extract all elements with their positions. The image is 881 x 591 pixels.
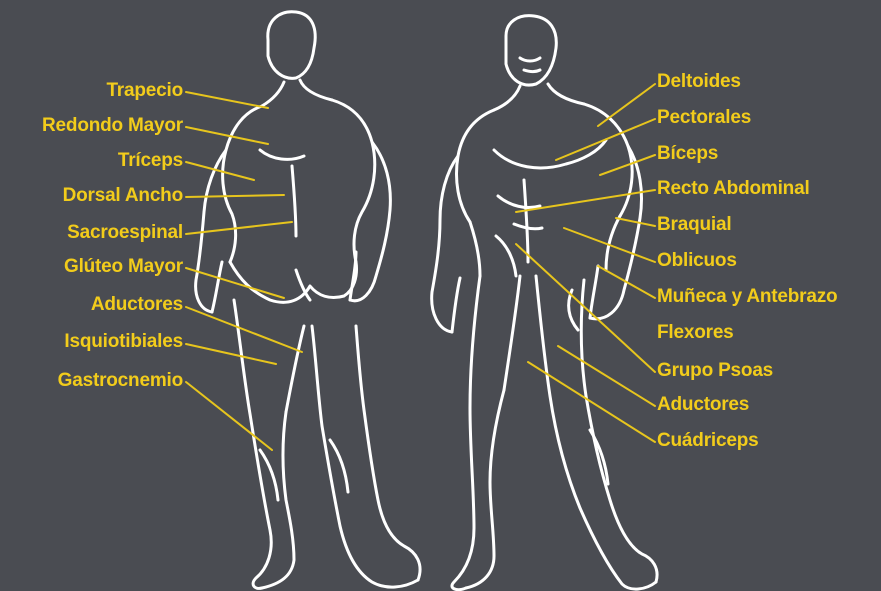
label-sacroespinal: Sacroespinal xyxy=(67,222,183,244)
label-flexores: Flexores xyxy=(657,322,734,344)
back-labels: Trapecio Redondo Mayor Tríceps Dorsal An… xyxy=(0,0,183,591)
label-grupo-psoas: Grupo Psoas xyxy=(657,360,773,382)
label-triceps: Tríceps xyxy=(118,150,183,172)
label-oblicuos: Oblicuos xyxy=(657,250,737,272)
label-aductores-back: Aductores xyxy=(91,294,183,316)
label-pectorales: Pectorales xyxy=(657,107,751,129)
label-trapecio: Trapecio xyxy=(106,80,183,102)
label-biceps: Bíceps xyxy=(657,143,718,165)
front-figure-outline xyxy=(432,16,657,590)
label-isquiotibiales: Isquiotibiales xyxy=(64,331,183,353)
back-leader-lines xyxy=(186,92,302,450)
label-gluteo-mayor: Glúteo Mayor xyxy=(64,256,183,278)
label-deltoides: Deltoides xyxy=(657,71,741,93)
label-gastrocnemio: Gastrocnemio xyxy=(58,370,183,392)
label-redondo-mayor: Redondo Mayor xyxy=(42,115,183,137)
label-cuadriceps: Cuádriceps xyxy=(657,430,758,452)
label-aductores-front: Aductores xyxy=(657,394,749,416)
back-figure-outline xyxy=(196,12,420,589)
label-muneca-antebrazo: Muñeca y Antebrazo xyxy=(657,286,837,308)
label-dorsal-ancho: Dorsal Ancho xyxy=(63,185,183,207)
label-braquial: Braquial xyxy=(657,214,731,236)
label-recto-abdominal: Recto Abdominal xyxy=(657,178,810,200)
